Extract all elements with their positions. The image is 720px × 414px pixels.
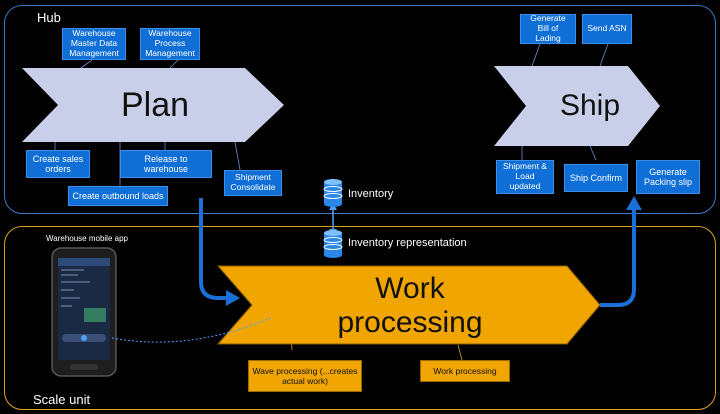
inventory-representation-label: Inventory representation	[348, 237, 467, 249]
create-sales-orders-box: Create sales orders	[26, 150, 90, 178]
work-title-line2: processing	[337, 306, 483, 339]
work-processing-box: Work processing	[420, 360, 510, 382]
generate-packing-slip-box: Generate Packing slip	[636, 160, 700, 194]
inventory-database-icon	[323, 179, 343, 207]
inventory-representation-database-icon	[323, 230, 343, 258]
warehouse-mobile-app-label: Warehouse mobile app	[46, 234, 128, 243]
connector-line	[234, 141, 241, 171]
connector-line	[599, 43, 609, 67]
plan-title: Plan	[120, 85, 190, 124]
hub-label: Hub	[37, 10, 61, 25]
mobile-device-icon	[51, 247, 117, 377]
plan-to-work-arrowhead	[226, 290, 240, 306]
ship-title: Ship	[559, 89, 621, 122]
ship-confirm-box: Ship Confirm	[564, 164, 628, 192]
scale-unit-region	[4, 226, 716, 410]
warehouse-process-management-box: Warehouse Process Management	[140, 28, 200, 60]
connector-line	[457, 344, 463, 361]
work-processing-chevron	[216, 265, 601, 345]
send-asn-box: Send ASN	[582, 14, 632, 44]
work-to-ship-arrow	[600, 208, 636, 307]
work-processing-title: Work processing	[280, 268, 540, 344]
shipment-consolidate-box: Shipment Consolidate	[224, 170, 282, 196]
create-outbound-loads-box: Create outbound loads	[68, 186, 168, 206]
scale-unit-label: Scale unit	[33, 392, 91, 407]
generate-bill-of-lading-box: Generate Bill of Lading	[520, 13, 576, 44]
hub-region	[4, 5, 716, 214]
shipment-load-updated-box: Shipment & Load updated	[496, 160, 554, 194]
ship-chevron	[494, 66, 660, 146]
wave-processing-box: Wave processing (...creates actual work)	[248, 360, 362, 392]
connector-line	[531, 43, 541, 67]
device-connection-dashed	[111, 317, 271, 343]
connector-line	[589, 145, 597, 161]
work-title-line1: Work	[375, 271, 445, 305]
plan-chevron	[22, 68, 284, 142]
release-to-warehouse-box: Release to warehouse	[120, 150, 212, 178]
plan-to-work-arrow	[199, 198, 228, 300]
warehouse-master-data-management-box: Warehouse Master Data Management	[62, 28, 126, 60]
inventory-label: Inventory	[348, 188, 394, 200]
work-to-ship-arrowhead	[626, 196, 642, 210]
